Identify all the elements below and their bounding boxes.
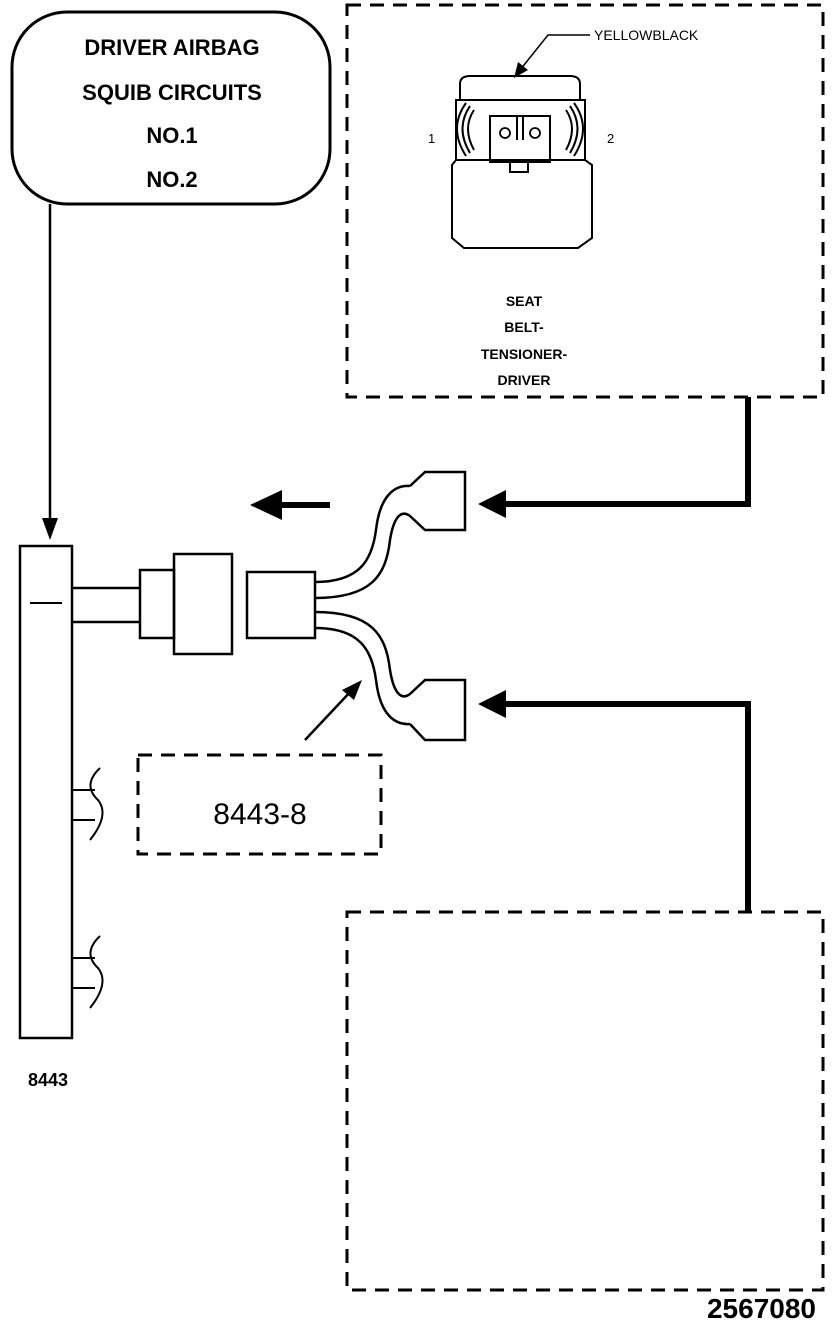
arrow-left-icon	[478, 690, 506, 718]
y-harness-wires	[314, 470, 467, 742]
upper-plug-leader	[478, 397, 751, 518]
wire-break-icon	[72, 767, 104, 841]
harness-ref-label: 8443-8	[213, 798, 306, 831]
squib-circuits-callout: DRIVER AIRBAG SQUIB CIRCUITS NO.1 NO.2	[10, 10, 332, 206]
connector-name-line-4: DRIVER	[498, 372, 551, 388]
harness-ref-pointer	[304, 680, 362, 741]
harness-connector-assembly	[72, 552, 317, 656]
harness-ref-box: 8443-8	[136, 753, 383, 856]
connector-name-line-1: SEAT	[506, 293, 543, 309]
callout-leader-arrow	[42, 204, 58, 540]
wire-break-icon	[72, 935, 104, 1009]
callout-line-2: SQUIB CIRCUITS	[82, 80, 262, 105]
pin-1-label: 1	[428, 131, 435, 146]
connector-detail-box: YELLOWBLACK 1 2 SEAT	[345, 3, 825, 399]
module-8443-bar	[18, 544, 104, 1040]
module-label: 8443	[28, 1070, 68, 1090]
callout-line-1: DRIVER AIRBAG	[84, 35, 259, 60]
arrow-left-icon	[250, 490, 282, 520]
connector-icon	[451, 75, 593, 249]
disconnect-direction-arrow	[250, 490, 330, 520]
lower-connector-detail-box	[345, 910, 825, 1292]
pin-2-label: 2	[607, 131, 614, 146]
wire-color-label: YELLOWBLACK	[594, 27, 699, 43]
connector-name-line-3: TENSIONER-	[481, 346, 568, 362]
lower-plug-leader	[478, 690, 751, 912]
callout-line-3: NO.1	[146, 123, 197, 148]
arrow-down-icon	[42, 518, 58, 540]
callout-line-4: NO.2	[146, 167, 197, 192]
connector-name-line-2: BELT-	[504, 319, 544, 335]
arrow-left-icon	[478, 490, 506, 518]
figure-number: 2567080	[707, 1293, 816, 1324]
